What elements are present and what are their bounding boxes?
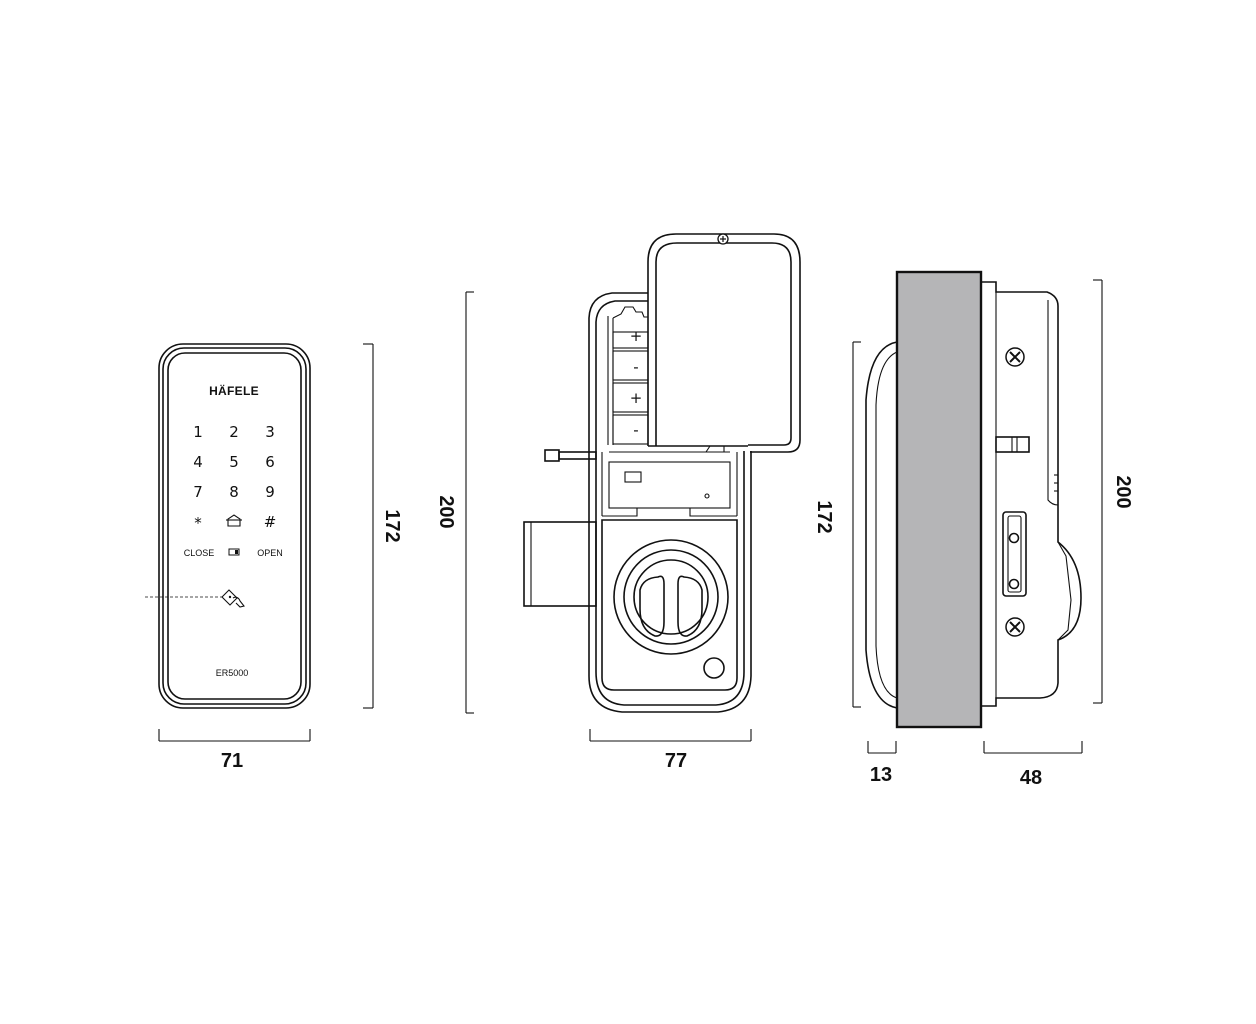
back-unit-view: + - + -: [435, 233, 801, 772]
key-3: 3: [265, 423, 275, 441]
side-front-height-label: 172: [813, 500, 835, 533]
back-height-label: 200: [435, 495, 457, 528]
front-keypad-view: HÄFELE 1 2 3 4 5 6 7 8 9 * # CLOSE OPEN …: [145, 343, 403, 772]
battery-3-polarity: +: [630, 389, 643, 407]
back-housing-inner: [595, 300, 745, 706]
key-star: *: [194, 514, 202, 532]
battery-4-polarity: -: [633, 421, 638, 439]
back-height-dimension: [465, 291, 474, 714]
door-section: [895, 270, 983, 729]
key-hash: #: [264, 513, 277, 531]
key-9: 9: [265, 483, 275, 501]
rfid-card-icon: [221, 589, 245, 608]
side-small-marks: [1054, 474, 1058, 492]
back-housing-outer: [588, 292, 752, 713]
front-width-label: 71: [221, 750, 243, 772]
front-height-dimension: [363, 343, 374, 709]
thumbturn-knob: [639, 575, 665, 637]
side-back-unit: [981, 281, 1082, 707]
key-6: 6: [265, 453, 275, 471]
key-5: 5: [229, 453, 239, 471]
side-back-depth-dimension: [983, 741, 1083, 754]
side-view: 172 13 48 200: [813, 270, 1134, 789]
side-bracket-plate: [1002, 511, 1027, 597]
back-unit-screw-hole: [703, 657, 725, 679]
back-width-dimension: [589, 729, 752, 742]
close-label: CLOSE: [184, 548, 215, 558]
front-inner-body: [162, 347, 307, 705]
front-outer-body: [158, 343, 311, 709]
key-2: 2: [229, 423, 239, 441]
model-label: ER5000: [216, 668, 249, 678]
key-7: 7: [193, 483, 203, 501]
electronics-area: [601, 445, 738, 517]
key-8: 8: [229, 483, 239, 501]
battery-compartment: + - + -: [607, 306, 649, 445]
open-label: OPEN: [257, 548, 283, 558]
key-4: 4: [193, 453, 203, 471]
home-key-icon: [226, 514, 242, 527]
key-1: 1: [193, 423, 203, 441]
back-width-label: 77: [665, 750, 687, 772]
front-width-dimension: [158, 729, 311, 742]
thumbturn-area: [601, 519, 738, 691]
battery-2-polarity: -: [633, 358, 638, 376]
front-height-label: 172: [381, 509, 403, 542]
latch-bolt: [523, 521, 597, 607]
battery-1-polarity: +: [630, 327, 643, 345]
front-glass-panel: [167, 352, 302, 700]
side-back-height-dimension: [1093, 279, 1103, 704]
side-front-height-dimension: [852, 341, 861, 708]
side-front-depth-label: 13: [870, 764, 892, 786]
side-screw-bottom-icon: [1005, 617, 1025, 637]
latch-tab-upper: [544, 449, 597, 462]
side-back-depth-label: 48: [1020, 767, 1042, 789]
side-front-depth-dimension: [867, 741, 897, 754]
brand-logo: HÄFELE: [209, 383, 259, 398]
cover-screw-icon: [717, 233, 729, 245]
battery-cover-open: [647, 233, 801, 453]
side-back-height-label: 200: [1112, 475, 1134, 508]
side-screw-top-icon: [1005, 347, 1025, 367]
side-front-unit: [865, 341, 898, 709]
battery-icon: [228, 548, 240, 556]
side-switch: [995, 436, 1030, 453]
